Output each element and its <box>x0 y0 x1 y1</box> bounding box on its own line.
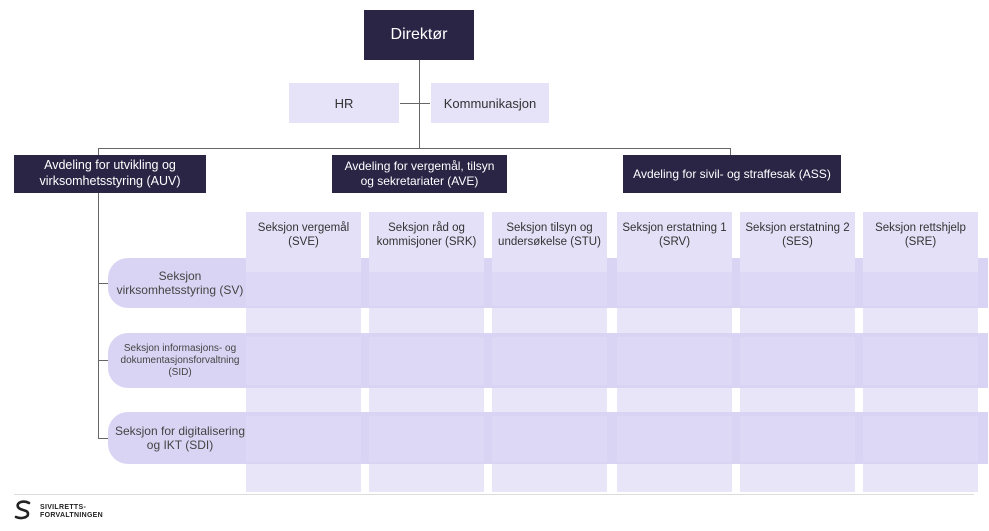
hr-label: HR <box>334 95 354 111</box>
department-auv: Avdeling for utvikling og virksomhetssty… <box>14 155 206 193</box>
connector-dept-bar <box>98 148 730 149</box>
logo-text: SIVILRETTS-FORVALTNINGEN <box>40 504 104 519</box>
row-label-sv: Seksjon virksomhetsstyring (SV) <box>110 258 250 308</box>
column-header-srv: Seksjon erstatning 1 (SRV) <box>617 212 732 272</box>
department-ass-label: Avdeling for sivil- og straffesak (ASS) <box>633 167 831 181</box>
connector-row-2 <box>98 360 110 361</box>
communications-label: Kommunikasjon <box>443 95 537 111</box>
column-header-sve-label: Seksjon vergemål (SVE) <box>257 222 350 249</box>
department-auv-label: Avdeling for utvikling og virksomhetssty… <box>39 158 181 188</box>
connector-ass-down <box>730 148 731 158</box>
matrix-cell <box>246 337 361 385</box>
director-label: Direktør <box>390 26 448 43</box>
matrix-cell <box>617 416 732 462</box>
connector-director-down <box>419 60 420 148</box>
department-ass: Avdeling for sivil- og straffesak (ASS) <box>623 155 841 193</box>
organization-logo: SIVILRETTS-FORVALTNINGEN <box>14 500 110 524</box>
row-label-sid: Seksjon informasjons- og dokumentasjonsf… <box>110 333 250 388</box>
connector-auv-down <box>98 148 99 158</box>
matrix-cell <box>740 416 855 462</box>
connector-staff <box>400 103 430 104</box>
matrix-cell <box>492 337 607 385</box>
department-ave-label: Avdeling for vergemål, tilsyn og sekreta… <box>344 159 495 188</box>
column-header-srk: Seksjon råd og kommisjoner (SRK) <box>369 212 484 272</box>
column-header-srv-label: Seksjon erstatning 1 (SRV) <box>622 222 727 249</box>
communications-box: Kommunikasjon <box>431 83 549 123</box>
row-label-sid-text: Seksjon informasjons- og dokumentasjonsf… <box>120 342 240 378</box>
hr-box: HR <box>289 83 399 123</box>
column-header-sve: Seksjon vergemål (SVE) <box>246 212 361 272</box>
footer-divider <box>14 494 974 495</box>
matrix-cell <box>863 416 978 462</box>
matrix-cell <box>617 337 732 385</box>
column-header-stu-label: Seksjon tilsyn og undersøkelse (STU) <box>498 222 601 249</box>
matrix-cell <box>863 337 978 385</box>
matrix-cell <box>492 416 607 462</box>
row-label-sdi-text: Seksjon for digitalisering og IKT (SDI) <box>114 423 246 452</box>
matrix-cell <box>740 337 855 385</box>
connector-row-1 <box>98 283 110 284</box>
connector-row-3 <box>98 438 110 439</box>
column-header-sre-label: Seksjon rettshjelp (SRE) <box>875 222 966 249</box>
column-header-srk-label: Seksjon råd og kommisjoner (SRK) <box>376 222 477 249</box>
column-header-sre: Seksjon rettshjelp (SRE) <box>863 212 978 272</box>
department-ave: Avdeling for vergemål, tilsyn og sekreta… <box>332 155 507 193</box>
row-label-sdi: Seksjon for digitalisering og IKT (SDI) <box>110 412 250 464</box>
matrix-cell <box>369 337 484 385</box>
column-header-stu: Seksjon tilsyn og undersøkelse (STU) <box>492 212 607 272</box>
column-header-ses: Seksjon erstatning 2 (SES) <box>740 212 855 272</box>
connector-auv-spine <box>98 192 99 439</box>
matrix-cell <box>369 416 484 462</box>
matrix-cell <box>246 416 361 462</box>
logo-s-icon <box>14 500 32 524</box>
column-header-ses-label: Seksjon erstatning 2 (SES) <box>745 222 850 249</box>
row-label-sv-text: Seksjon virksomhetsstyring (SV) <box>116 268 244 297</box>
director-box: Direktør <box>364 10 474 60</box>
